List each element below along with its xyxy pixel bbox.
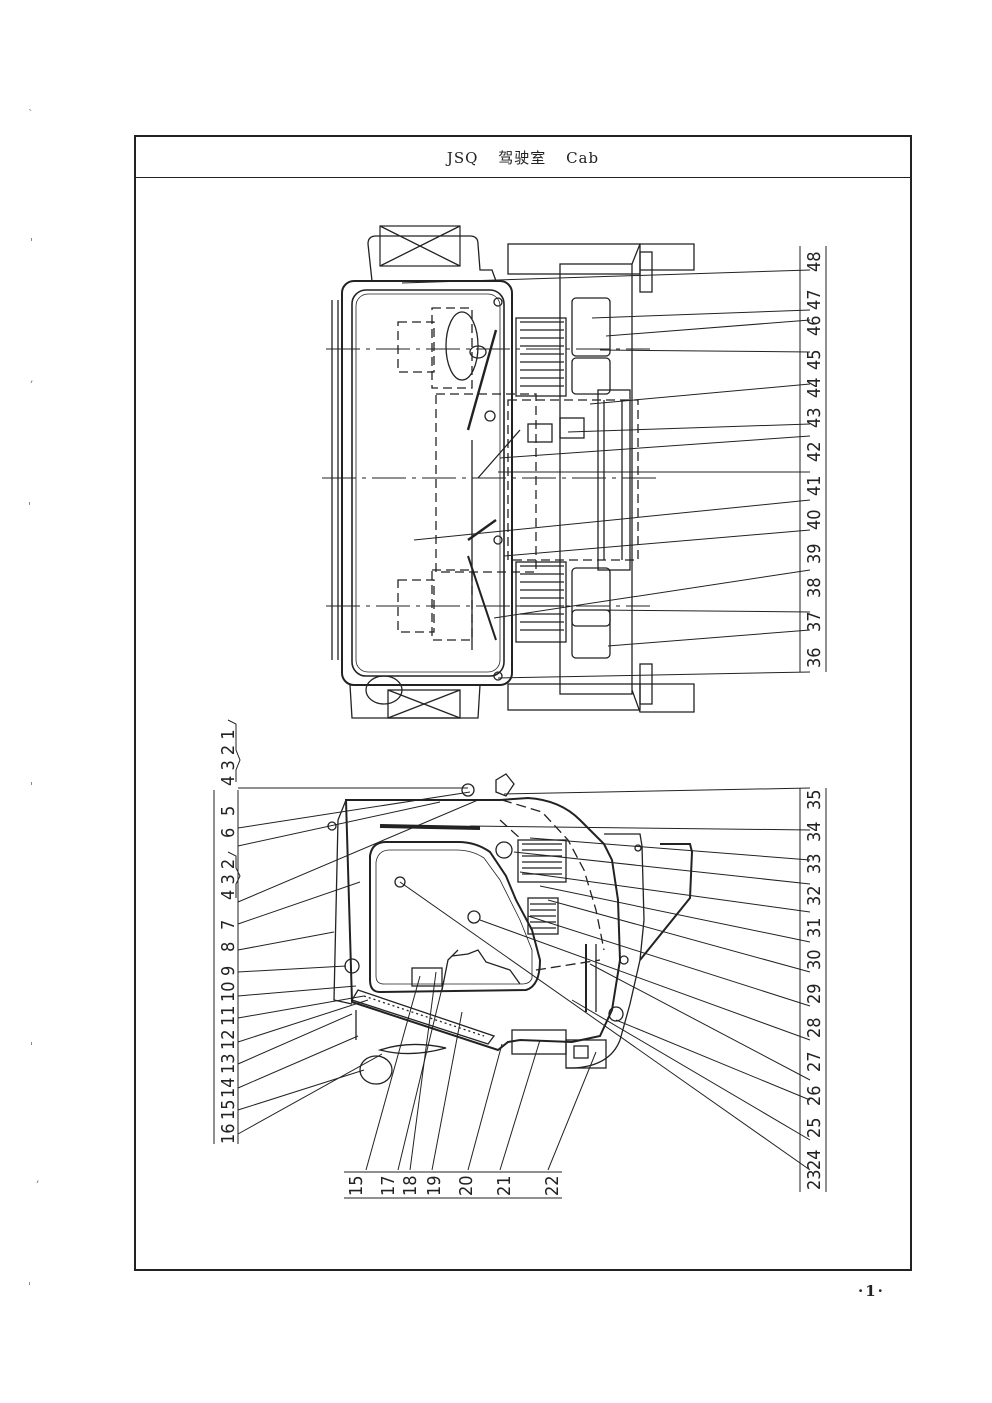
callout-19: 19 bbox=[424, 1175, 445, 1196]
callout-6: 6 bbox=[218, 828, 239, 838]
callout-13: 13 bbox=[218, 1053, 239, 1074]
side-view-right-callout-rules bbox=[799, 788, 827, 1192]
callout-31: 31 bbox=[804, 917, 825, 938]
callout-22: 22 bbox=[542, 1175, 563, 1196]
top-view-callout-rules bbox=[799, 246, 827, 672]
callout-10: 10 bbox=[218, 981, 239, 1002]
callout-9: 9 bbox=[218, 966, 239, 976]
drawing-code: JSQ bbox=[446, 149, 479, 167]
callout-4-3-2-1: 4 3 2 1 bbox=[218, 729, 239, 786]
callout-8: 8 bbox=[218, 942, 239, 952]
callout-16: 16 bbox=[218, 1123, 239, 1144]
title-block: JSQ 驾驶室 Cab bbox=[136, 137, 910, 178]
callout-33: 33 bbox=[804, 853, 825, 874]
callout-26: 26 bbox=[804, 1085, 825, 1106]
callout-17: 17 bbox=[378, 1175, 399, 1196]
side-view-bottom-callouts: 15 17 18 19 20 21 22 bbox=[346, 1175, 563, 1196]
scan-speck: ' bbox=[30, 1040, 34, 1053]
callout-18: 18 bbox=[400, 1175, 421, 1196]
bracket-4-3-2 bbox=[227, 851, 241, 898]
callout-40: 40 bbox=[804, 509, 825, 530]
scan-speck: ' bbox=[30, 236, 34, 249]
callout-44: 44 bbox=[804, 377, 825, 398]
callout-39: 39 bbox=[804, 543, 825, 564]
scan-speck: , bbox=[30, 372, 34, 385]
callout-15-left: 15 bbox=[218, 1099, 239, 1120]
callout-42: 42 bbox=[804, 441, 825, 462]
callout-5: 5 bbox=[218, 806, 239, 816]
cab-side-view bbox=[327, 773, 694, 1085]
scan-speck: ' bbox=[28, 1280, 32, 1293]
scan-speck: , bbox=[36, 1172, 40, 1185]
callout-48: 48 bbox=[804, 251, 825, 272]
scan-speck: ' bbox=[28, 500, 32, 513]
callout-20: 20 bbox=[456, 1175, 477, 1196]
callout-29: 29 bbox=[804, 983, 825, 1004]
callout-24: 24 bbox=[804, 1149, 825, 1170]
drawing-title: JSQ 驾驶室 Cab bbox=[136, 147, 910, 168]
callout-21: 21 bbox=[494, 1175, 515, 1196]
callout-36: 36 bbox=[804, 647, 825, 668]
callout-25: 25 bbox=[804, 1117, 825, 1138]
callout-34: 34 bbox=[804, 821, 825, 842]
callout-35: 35 bbox=[804, 789, 825, 810]
callout-12: 12 bbox=[218, 1029, 239, 1050]
callout-11: 11 bbox=[218, 1005, 239, 1026]
top-view-leaders bbox=[401, 269, 811, 679]
callout-45: 45 bbox=[804, 349, 825, 370]
top-view-callouts: 48 47 46 45 44 43 42 41 40 39 38 37 36 bbox=[804, 251, 825, 668]
side-view-left-callout-rules bbox=[213, 719, 241, 1144]
callout-23: 23 bbox=[804, 1169, 825, 1190]
callout-14: 14 bbox=[218, 1077, 239, 1098]
callout-37: 37 bbox=[804, 611, 825, 632]
callout-7: 7 bbox=[218, 920, 239, 930]
side-view-left-callouts: 4 3 2 1 5 6 4 3 2 7 8 9 10 11 12 13 14 1… bbox=[218, 729, 239, 1144]
callout-30: 30 bbox=[804, 949, 825, 970]
callout-46: 46 bbox=[804, 315, 825, 336]
callout-41: 41 bbox=[804, 475, 825, 496]
callout-4-3-2: 4 3 2 bbox=[218, 859, 239, 900]
callout-47: 47 bbox=[804, 289, 825, 310]
drawing-title-cn: 驾驶室 bbox=[498, 149, 547, 167]
scan-speck: ` bbox=[28, 108, 34, 121]
side-view-right-callouts: 35 34 33 32 31 30 29 28 27 26 25 24 23 bbox=[804, 789, 825, 1190]
drawing-frame: JSQ 驾驶室 Cab bbox=[134, 135, 912, 1271]
callout-15-bottom: 15 bbox=[346, 1175, 367, 1196]
callout-32: 32 bbox=[804, 885, 825, 906]
callout-27: 27 bbox=[804, 1051, 825, 1072]
page-number: ·1· bbox=[858, 1282, 885, 1300]
side-view-bottom-callout-rules bbox=[344, 1171, 562, 1199]
bracket-4-3-2-1 bbox=[227, 719, 241, 782]
callout-28: 28 bbox=[804, 1017, 825, 1038]
scan-speck: ' bbox=[30, 780, 34, 793]
callout-38: 38 bbox=[804, 577, 825, 598]
drawing-title-en: Cab bbox=[566, 149, 600, 167]
side-view-leaders bbox=[237, 787, 811, 1171]
callout-43: 43 bbox=[804, 407, 825, 428]
cab-top-view bbox=[322, 225, 695, 719]
